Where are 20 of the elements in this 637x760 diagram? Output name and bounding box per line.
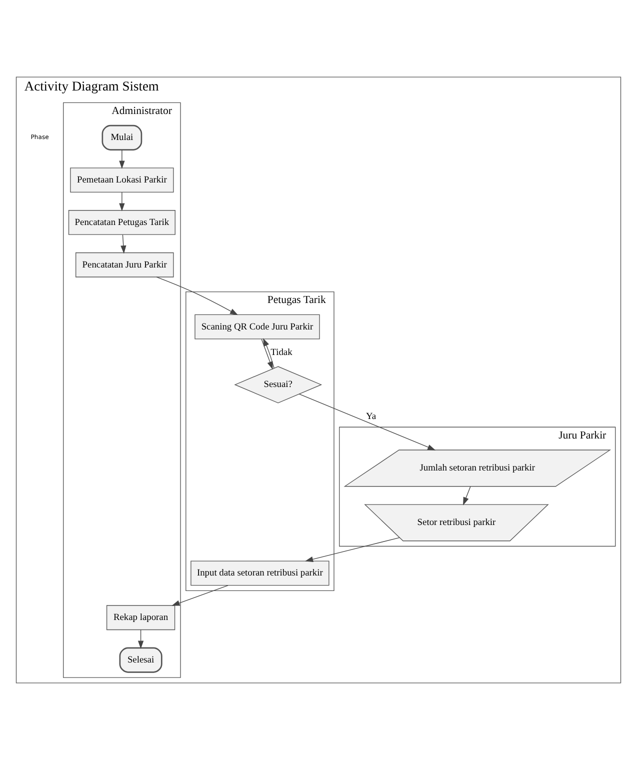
arrow: [172, 585, 228, 606]
arrow: [120, 234, 126, 254]
node-box: Rekap laporan: [106, 605, 176, 630]
arrow: [119, 192, 125, 212]
node-box: Pemetaan Lokasi Parkir: [70, 168, 174, 193]
arrow: [119, 150, 125, 169]
node-box: Scaning QR Code Juru Parkir: [194, 314, 320, 340]
node-box: Input data setoran retribusi parkir: [190, 560, 330, 586]
arrow: [156, 276, 238, 316]
edge-label: Tidak: [270, 348, 292, 358]
node-diamond: Sesuai?: [234, 366, 322, 404]
node-box: Pencatatan Petugas Tarik: [68, 210, 176, 235]
edge-label: Ya: [366, 412, 376, 422]
node-box: Mulai: [102, 124, 142, 150]
arrow: [298, 394, 436, 450]
node-box: Selesai: [119, 647, 162, 673]
arrow: [463, 486, 471, 506]
node-box: Pencatatan Juru Parkir: [75, 252, 174, 278]
arrow: [304, 537, 400, 562]
arrow: [138, 630, 144, 649]
